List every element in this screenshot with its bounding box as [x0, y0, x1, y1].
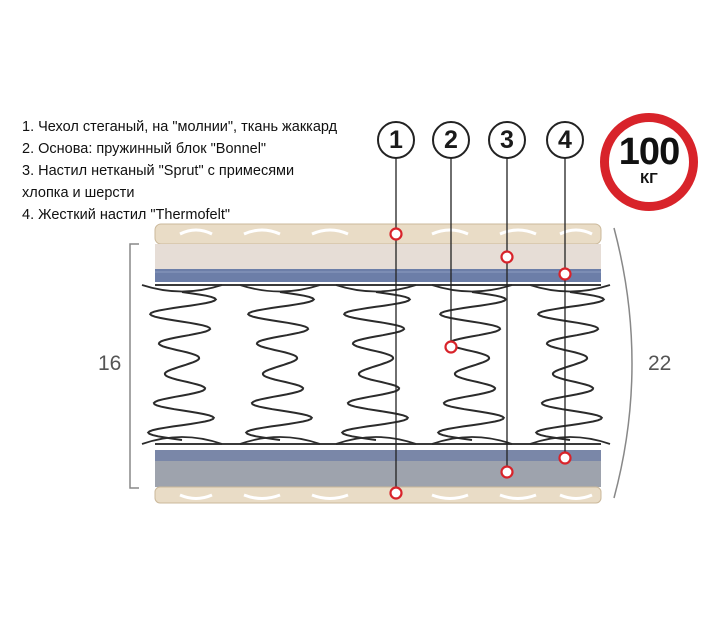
pointer-dot-springs	[444, 340, 458, 354]
spring-top-loop	[431, 284, 513, 293]
spring-base-loop	[141, 436, 223, 445]
felt-layer-bottom	[155, 461, 601, 487]
pointer-dot-felt-bottom	[500, 465, 514, 479]
legend-item-4: 4. Жесткий настил "Thermofelt"	[22, 207, 231, 223]
legend: 1. Чехол стеганый, на "молнии", ткань жа…	[22, 116, 337, 226]
pointer-dot-thermofelt-bottom	[558, 451, 572, 465]
pointer-dot-felt-top	[500, 250, 514, 264]
inner-size-bracket	[129, 243, 139, 489]
leader-lines	[395, 158, 566, 493]
felt-layer-top	[155, 244, 601, 269]
pointer-dot-cover-bottom	[389, 486, 403, 500]
spring-coil	[436, 291, 508, 441]
total-height-label: 22	[648, 352, 672, 375]
spring-coil	[534, 291, 606, 441]
marker-3: 3	[488, 121, 526, 159]
legend-item-2: 2. Основа: пружинный блок "Bonnel"	[22, 141, 267, 157]
spring-base-loop	[239, 436, 321, 445]
spring-top-loop	[239, 284, 321, 293]
pointer-dot-thermofelt-top	[558, 267, 572, 281]
cover-top-quilting	[179, 228, 593, 236]
spring-base-loop	[529, 436, 611, 445]
max-load-unit: КГ	[640, 170, 658, 187]
pointer-dots	[389, 227, 572, 500]
spring-coil	[146, 291, 218, 441]
pointer-dot-cover-top	[389, 227, 403, 241]
inner-height-label: 16	[98, 352, 122, 375]
legend-item-1: 1. Чехол стеганый, на "молнии", ткань жа…	[22, 119, 338, 135]
spring-top-loop	[335, 284, 417, 293]
spring-base-loop	[335, 436, 417, 445]
thermofelt-layer-bottom	[155, 450, 601, 461]
spring-top-loop	[141, 284, 223, 293]
marker-1: 1	[377, 121, 415, 159]
marker-2: 2	[432, 121, 470, 159]
legend-item-3: 3. Настил нетканый "Sprut" с примесями	[22, 163, 295, 179]
cover-bottom-quilting	[179, 493, 593, 500]
max-load-value: 100	[618, 131, 680, 173]
thermofelt-layer-top	[155, 269, 601, 282]
spring-coil	[244, 291, 316, 441]
legend-item-3-continued: хлопка и шерсти	[22, 185, 135, 201]
spring-base-loop	[431, 436, 513, 445]
bonnel-springs	[141, 284, 611, 445]
spring-coil	[340, 291, 412, 441]
spring-top-loop	[529, 284, 611, 293]
marker-4: 4	[546, 121, 584, 159]
outer-size-bracket	[613, 227, 633, 499]
max-load-badge: 100 КГ	[600, 113, 698, 211]
